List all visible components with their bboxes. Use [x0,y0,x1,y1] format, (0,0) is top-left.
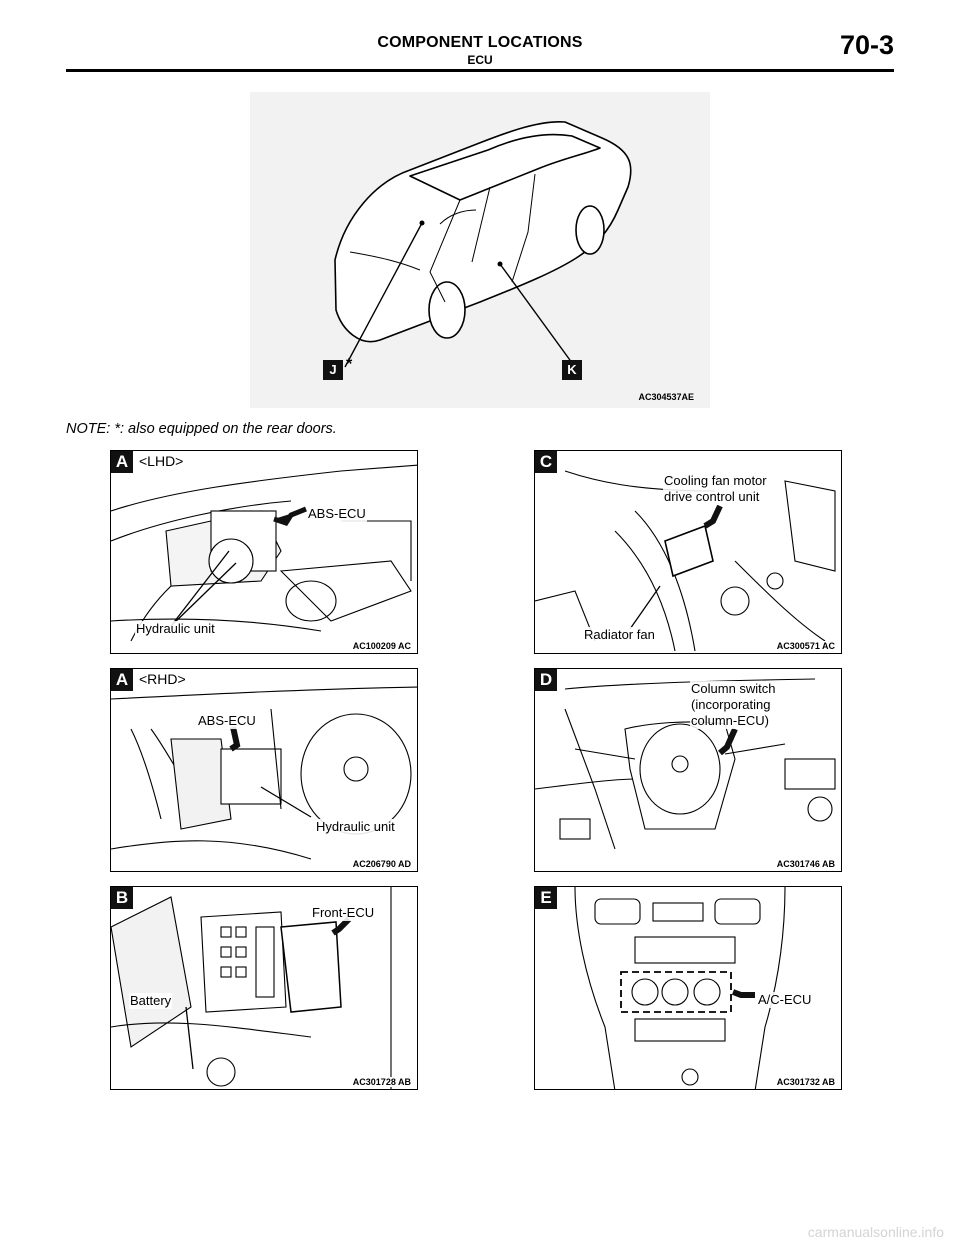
figure-code: AC301732 AB [774,1077,837,1087]
abs-lhd-engine-bay-drawing [111,464,417,642]
figure-code: AC100209 AC [350,641,413,651]
figure-b: B Front-ECU Battery AC301728 AB [110,886,418,1090]
figure-letter-e: E [535,887,557,909]
label-hydraulic-unit: Hydraulic unit [135,621,216,637]
overview-figure-code: AC304537AE [638,392,694,402]
label-abs-ecu: ABS-ECU [307,506,367,522]
figure-letter-b: B [111,887,133,909]
figure-letter-d: D [535,669,557,691]
ac-ecu-drawing [574,887,786,1089]
section-title: COMPONENT LOCATIONS [377,34,583,51]
label-battery: Battery [129,993,173,1009]
figure-code: AC206790 AD [350,859,413,869]
figure-letter-a: A [111,451,133,473]
figure-a-rhd: A <RHD> ABS-ECU Hydraulic unit AC206790 … [110,668,418,872]
label-cooling-fan-control-unit: Cooling fan motor drive control unit [663,473,768,505]
page-number: 70-3 [839,30,894,60]
abs-rhd-engine-bay-drawing [111,686,417,860]
figure-c: C Cooling fan motor drive control unit R… [534,450,842,654]
label-ac-ecu: A/C-ECU [757,992,813,1008]
variant-label-rhd: <RHD> [139,671,186,687]
figure-letter-c: C [535,451,557,473]
figure-e: E A/C-ECU AC301732 AB [534,886,842,1090]
label-abs-ecu: ABS-ECU [197,713,257,729]
figure-code: AC301728 AB [350,1077,413,1087]
vehicle-overview-illustration: J * K AC304537AE [250,92,710,408]
figure-a-lhd: A <LHD> ABS-ECU Hydraulic unit AC100209 … [110,450,418,654]
header-rule [66,69,894,72]
label-radiator-fan: Radiator fan [583,627,656,643]
front-ecu-drawing [111,887,392,1089]
car-outline-drawing [334,121,632,368]
callout-k: K [562,360,582,380]
variant-label-lhd: <LHD> [139,453,184,469]
section-subtitle: ECU [467,53,493,67]
callout-j: J [323,360,343,380]
label-front-ecu: Front-ECU [311,905,376,921]
figure-code: AC300571 AC [774,641,837,651]
watermark-text: carmanualsonline.info [807,1224,944,1240]
note-text: NOTE: *: also equipped on the rear doors… [66,421,337,437]
label-hydraulic-unit: Hydraulic unit [315,819,396,835]
figure-letter-a: A [111,669,133,691]
callout-j-asterisk: * [346,356,353,373]
figure-code: AC301746 AB [774,859,837,869]
column-switch-drawing [535,678,836,850]
label-column-switch: Column switch (incorporating column-ECU) [690,681,777,729]
figure-d: D Column switch (incorporating column-EC… [534,668,842,872]
